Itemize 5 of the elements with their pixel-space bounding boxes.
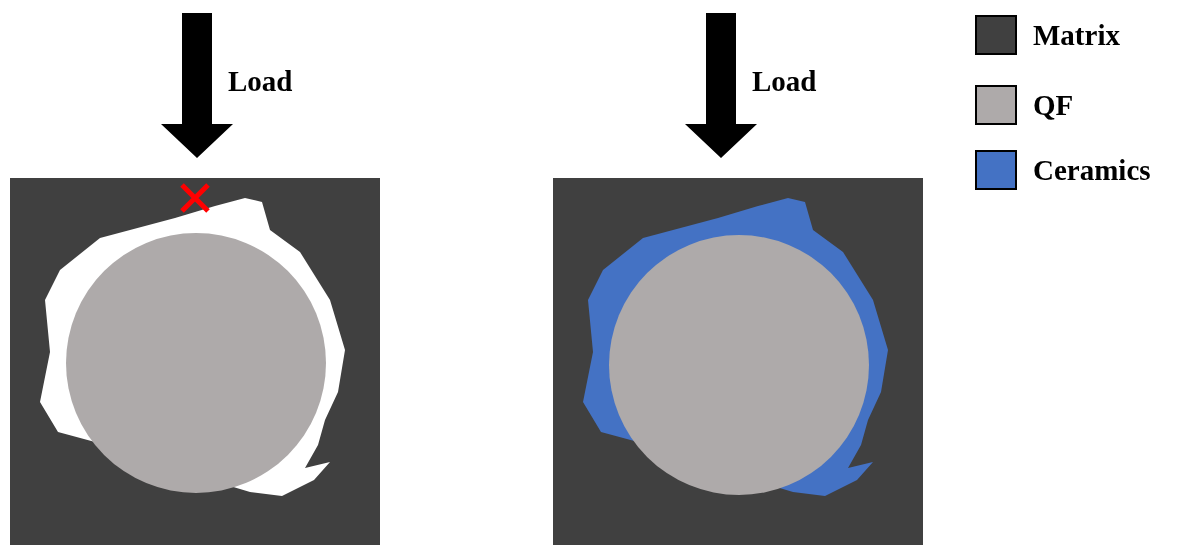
load-label: Load: [228, 64, 293, 98]
legend-label: QF: [1033, 88, 1074, 122]
legend-label: Matrix: [1033, 18, 1120, 52]
load-label: Load: [752, 64, 817, 98]
legend-label: Ceramics: [1033, 153, 1151, 187]
